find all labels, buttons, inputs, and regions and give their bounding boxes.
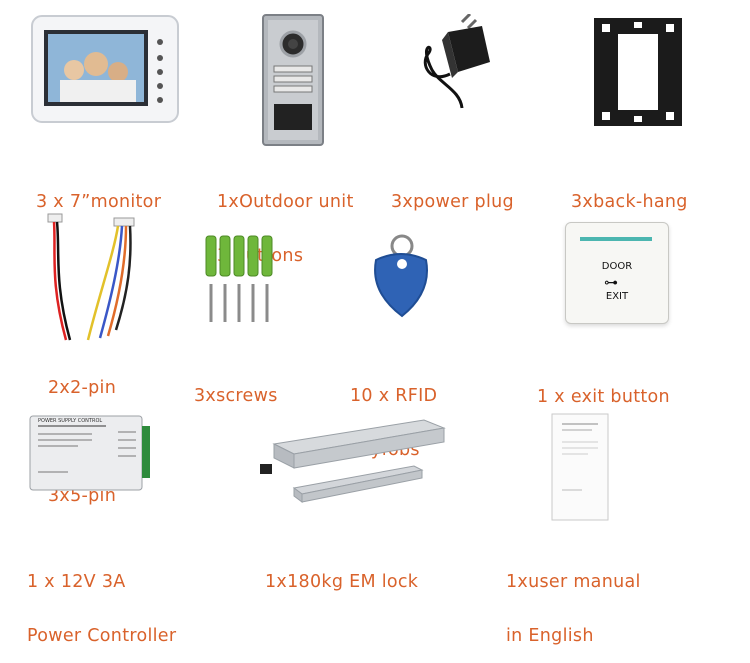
monitor-image xyxy=(30,14,182,130)
key-icon: ⊶ xyxy=(604,275,618,291)
exit-button-exit-label: EXIT xyxy=(605,291,629,302)
user-manual-image xyxy=(548,412,612,526)
exit-button-image: DOOR ⊶ EXIT xyxy=(565,222,669,324)
power-plug-caption-line: 3xpower plug xyxy=(391,192,514,212)
screws-image xyxy=(200,232,276,330)
outdoor-unit-image xyxy=(262,14,324,150)
cables-caption-line-3: 3x5-pin xyxy=(48,486,117,506)
power-controller-caption-line-2: Power Controller xyxy=(27,626,177,646)
user-manual-caption: 1xuser manual in English xyxy=(506,537,641,663)
exit-button-caption: 1 x exit button xyxy=(537,352,670,424)
em-lock-caption-line: 1x180kg EM lock xyxy=(265,572,419,592)
backplate-caption-line-1: 3xback-hang xyxy=(571,192,688,212)
outdoor-unit-caption-line-1: 1xOutdoor unit xyxy=(217,192,354,212)
power-controller-label: POWER SUPPLY CONTROL xyxy=(38,418,103,424)
monitor-caption-line: 3 x 7”monitor xyxy=(36,192,162,212)
keyfob-caption-line-1: 10 x RFID xyxy=(350,386,438,406)
screws-caption: 3xscrews xyxy=(194,351,278,423)
power-controller-caption: 1 x 12V 3A Power Controller xyxy=(27,537,176,663)
user-manual-caption-line-2: in English xyxy=(506,626,594,646)
exit-button-caption-line: 1 x exit button xyxy=(537,387,670,407)
power-controller-image: POWER SUPPLY CONTROL xyxy=(28,412,152,498)
power-plug-caption: 3xpower plug xyxy=(391,157,514,229)
backplate-image xyxy=(590,14,686,134)
em-lock-image xyxy=(254,412,454,508)
cables-caption-line-1: 2x2-pin xyxy=(48,378,117,398)
user-manual-caption-line-1: 1xuser manual xyxy=(506,572,641,592)
power-controller-caption-line-1: 1 x 12V 3A xyxy=(27,572,126,592)
exit-button-door-label: DOOR xyxy=(601,261,633,272)
monitor-caption: 3 x 7”monitor xyxy=(36,157,161,229)
cables-image xyxy=(44,212,144,348)
screws-caption-line: 3xscrews xyxy=(194,386,278,406)
keyfob-image xyxy=(366,234,436,322)
power-plug-image xyxy=(410,12,510,114)
em-lock-caption: 1x180kg EM lock xyxy=(265,537,418,609)
